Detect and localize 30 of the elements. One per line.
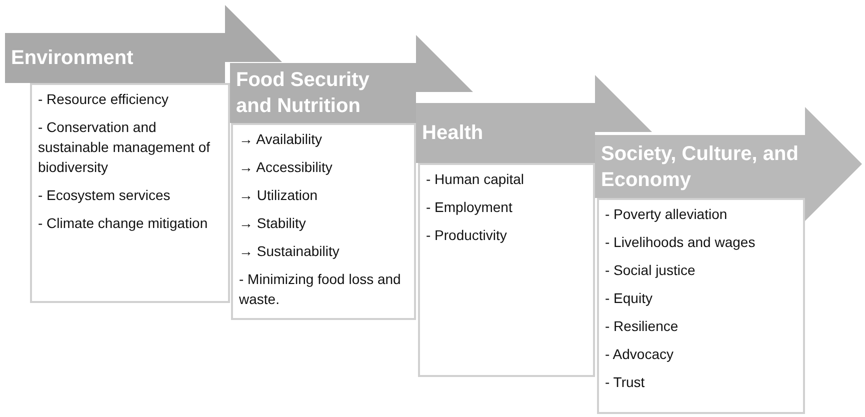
list-item: - Minimizing food loss and waste. (239, 270, 402, 309)
list-item: - Poverty alleviation (605, 205, 728, 224)
list-item: - Ecosystem services (38, 186, 172, 205)
list-item: - Human capital (426, 170, 526, 189)
stage-banner (230, 63, 416, 123)
list-item: - Resource efficiency (38, 90, 170, 109)
list-item: - Climate change mitigation (38, 214, 209, 233)
list-item: → Utilization (239, 186, 319, 205)
list-item: - Advocacy (605, 345, 674, 364)
list-item: - Employment (426, 198, 514, 217)
list-box (418, 163, 595, 377)
list-item: - Equity (605, 289, 654, 308)
list-box (231, 123, 416, 320)
list-item: - Conservation and sustainable management of biodiversity (38, 118, 211, 177)
list-box (30, 83, 230, 303)
list-item: - Productivity (426, 226, 508, 245)
list-box (597, 198, 805, 414)
stage-heading: Environment (11, 46, 134, 71)
stage-heading: Society, Culture, and Economy (601, 142, 799, 192)
list-item: - Trust (605, 373, 646, 392)
list-item: - Social justice (605, 261, 696, 280)
stage-heading: Health (422, 121, 484, 146)
list-item: → Sustainability (239, 242, 340, 261)
list-item: → Stability (239, 214, 307, 233)
list-item: - Resilience (605, 317, 680, 336)
list-item: - Livelihoods and wages (605, 233, 756, 252)
list-item: → Accessibility (239, 158, 334, 177)
stage-heading: Food Security and Nutrition (236, 68, 370, 119)
list-item: → Availability (239, 130, 324, 149)
stage-banner (416, 103, 595, 163)
